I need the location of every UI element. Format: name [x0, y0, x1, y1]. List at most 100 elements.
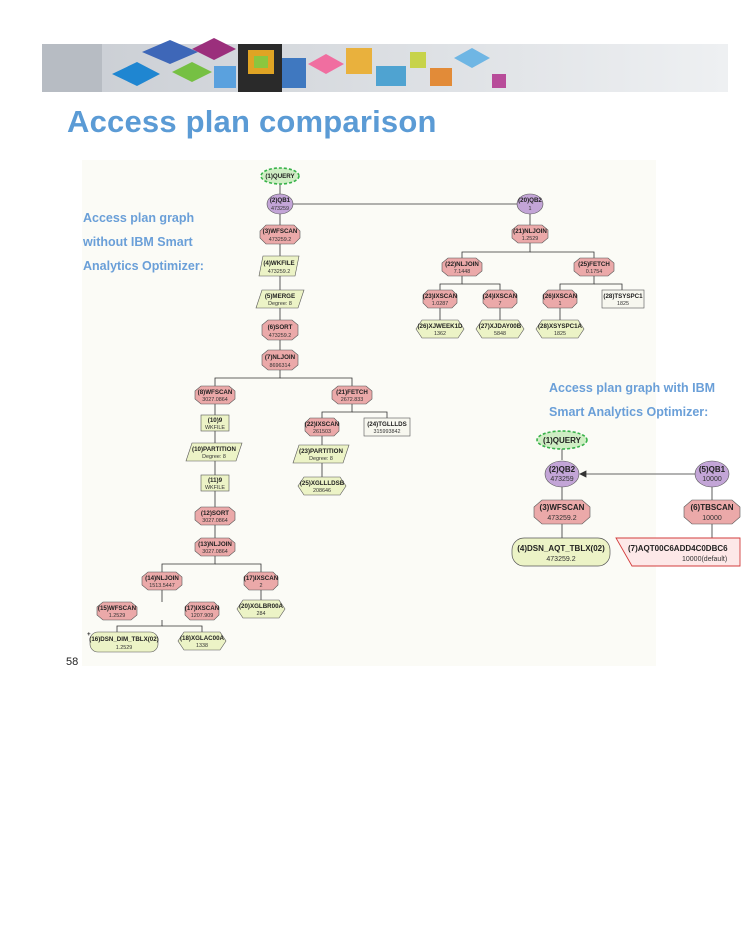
- node-value: 7: [499, 301, 502, 307]
- node-label: (22)IXSCAN: [305, 421, 340, 428]
- node-label: (25)FETCH: [578, 261, 610, 268]
- node-value: 1825: [617, 301, 629, 307]
- plan-node-table[interactable]: (24)TGLLLDS 315993842: [363, 417, 411, 437]
- node-value: 473259.2: [269, 333, 291, 339]
- plan-node-wfscan[interactable]: (8)WFSCAN 3027.0864: [194, 385, 236, 405]
- plan-node-index[interactable]: (25)XGLLLDSB 208646: [297, 476, 347, 496]
- node-value: 10000: [702, 515, 722, 522]
- slide: Access plan comparison: [42, 38, 741, 668]
- node-value: 10000: [702, 476, 722, 483]
- node-label: (21)NLJOIN: [513, 228, 547, 235]
- plan-node-merge[interactable]: (5)MERGE Degree: 8: [255, 289, 305, 309]
- node-value: 1513.5447: [149, 583, 174, 589]
- node-value: 1.0287: [432, 301, 449, 307]
- plan-node-table[interactable]: (28)TSYSPC1 1825: [601, 289, 645, 309]
- node-value: 1: [559, 301, 562, 307]
- plan-node-partition[interactable]: (23)PARTITION Degree: 8: [292, 444, 350, 464]
- access-plan-screenshot: (1)QUERY (2)QB1 473259 (20)QB2 1 (3): [82, 160, 656, 666]
- plan-node-wkfile[interactable]: (11)9 WKFILE: [200, 474, 230, 492]
- plan-node-nljoin[interactable]: (13)NLJOIN 3027.0864: [194, 537, 236, 557]
- plan-edges: [116, 182, 623, 632]
- plan-node-nljoin[interactable]: (14)NLJOIN 1513.5447: [141, 571, 183, 591]
- node-label: (10)PARTITION: [192, 446, 236, 453]
- plan-node-ixscan[interactable]: (26)IXSCAN 1: [542, 289, 578, 309]
- plan-node-accelerator-table[interactable]: (7)AQT00C6ADD4C0DBC6 10000(default): [615, 537, 741, 567]
- plan-node-ixscan[interactable]: (22)IXSCAN 261503: [304, 417, 340, 437]
- node-value: 2672.833: [341, 397, 363, 403]
- node-label: (6)SORT: [268, 324, 293, 331]
- node-label: (7)AQT00C6ADD4C0DBC6: [628, 544, 728, 553]
- plan-node-tbscan[interactable]: (6)TBSCAN 10000: [683, 499, 741, 525]
- node-value: 473259.2: [269, 237, 291, 243]
- right-plan-caption: Access plan graph with IBM Smart Analyti…: [549, 376, 749, 424]
- plan-node-table[interactable]: (16)DSN_DIM_TBLX(02) 1.2529: [89, 631, 159, 653]
- plan-node-table[interactable]: (4)DSN_AQT_TBLX(02) 473259.2: [511, 537, 611, 567]
- node-value: 7.1448: [454, 269, 471, 275]
- node-label: (4)DSN_AQT_TBLX(02): [517, 544, 605, 553]
- plan-node-nljoin[interactable]: (7)NLJOIN 8696314: [261, 349, 299, 371]
- caption-line: Access plan graph: [83, 211, 195, 225]
- node-value: 3027.0864: [202, 518, 227, 524]
- plan-node-wkfile[interactable]: (4)WKFILE 473259.2: [258, 255, 300, 277]
- plan-node-index[interactable]: (28)XSYSPC1A 1825: [535, 319, 585, 339]
- node-label: (3)WFSCAN: [263, 228, 298, 235]
- node-value: 473259.2: [268, 269, 290, 275]
- node-label: (17)IXSCAN: [244, 575, 279, 582]
- node-value: 473259: [271, 206, 289, 212]
- plan-node-ixscan[interactable]: (23)IXSCAN 1.0287: [422, 289, 458, 309]
- node-label: (16)DSN_DIM_TBLX(02): [89, 636, 158, 643]
- plan-node-nljoin[interactable]: (21)NLJOIN 1.2529: [511, 224, 549, 244]
- node-label: (20)XGLBR00A: [239, 603, 284, 610]
- node-label: (27)XJDAY00B: [479, 323, 522, 330]
- ibm-pattern-banner: [42, 38, 728, 92]
- node-label: (17)IXSCAN: [185, 605, 220, 612]
- plan-node-index[interactable]: (27)XJDAY00B 5848: [475, 319, 525, 339]
- node-label: (5)QB1: [699, 465, 726, 474]
- plan-node-fetch[interactable]: (21)FETCH 2672.833: [331, 385, 373, 405]
- node-label: (28)TSYSPC1: [603, 293, 643, 300]
- plan-node-ixscan[interactable]: (24)IXSCAN 7: [482, 289, 518, 309]
- plan-node-nljoin[interactable]: (22)NLJOIN 7.1448: [441, 257, 483, 277]
- node-label: (26)XJWEEK1D: [417, 323, 463, 330]
- node-value: 2: [260, 583, 263, 589]
- plan-node-index[interactable]: (18)XGLAC00A 1338: [177, 631, 227, 651]
- node-value: 208646: [313, 488, 331, 494]
- caption-line: without IBM Smart: [83, 235, 193, 249]
- left-plan-caption: Access plan graph without IBM Smart Anal…: [83, 206, 233, 278]
- node-label: (1)QUERY: [265, 173, 295, 180]
- node-label: (6)TBSCAN: [690, 503, 733, 512]
- access-plan-graph: (1)QUERY (2)QB1 473259 (20)QB2 1 (3): [87, 167, 645, 653]
- plan-node-qb1[interactable]: (2)QB1 473259: [266, 193, 294, 215]
- plan-node-wfscan[interactable]: (3)WFSCAN 473259.2: [533, 499, 591, 525]
- plan-node-index[interactable]: (26)XJWEEK1D 1362: [415, 319, 465, 339]
- plan-node-qb1[interactable]: (5)QB1 10000: [694, 460, 730, 488]
- plan-node-ixscan[interactable]: (17)IXSCAN 1207.909: [184, 601, 220, 621]
- node-value: 1.2529: [109, 613, 126, 619]
- plan-node-sort[interactable]: (6)SORT 473259.2: [261, 319, 299, 341]
- plan-node-sort[interactable]: (12)SORT 3027.0864: [194, 506, 236, 526]
- node-label: (28)XSYSPC1A: [538, 323, 583, 330]
- plan-node-qb2[interactable]: (20)QB2 1: [516, 193, 544, 215]
- plan-node-ixscan[interactable]: (17)IXSCAN 2: [243, 571, 279, 591]
- node-label: (24)IXSCAN: [483, 293, 518, 300]
- node-label: (20)QB2: [518, 197, 542, 204]
- plan-node-wfscan[interactable]: (3)WFSCAN 473259.2: [259, 224, 301, 245]
- plan-node-wkfile[interactable]: (10)9 WKFILE: [200, 414, 230, 432]
- plan-node-partition[interactable]: (10)PARTITION Degree: 8: [185, 442, 243, 462]
- node-value: 1.2529: [116, 645, 133, 651]
- node-label: (1)QUERY: [543, 436, 582, 445]
- node-label: (10)9: [208, 417, 223, 424]
- plan-node-wfscan[interactable]: (15)WFSCAN 1.2529: [96, 601, 138, 621]
- plan-node-index[interactable]: (20)XGLBR00A 284: [236, 599, 286, 619]
- node-label: (2)QB1: [270, 197, 291, 204]
- plan-node-query[interactable]: (1)QUERY: [536, 430, 588, 450]
- node-label: (21)FETCH: [336, 389, 368, 396]
- plan-node-query[interactable]: (1)QUERY: [260, 167, 300, 185]
- page-number: 58: [66, 656, 79, 668]
- page-title: Access plan comparison: [67, 104, 437, 139]
- caption-line: Access plan graph with IBM: [549, 381, 716, 395]
- expand-icon[interactable]: +: [87, 631, 91, 638]
- node-value: 1207.909: [191, 613, 213, 619]
- plan-node-qb2[interactable]: (2)QB2 473259: [544, 460, 580, 488]
- plan-node-fetch[interactable]: (25)FETCH 0.1754: [573, 257, 615, 277]
